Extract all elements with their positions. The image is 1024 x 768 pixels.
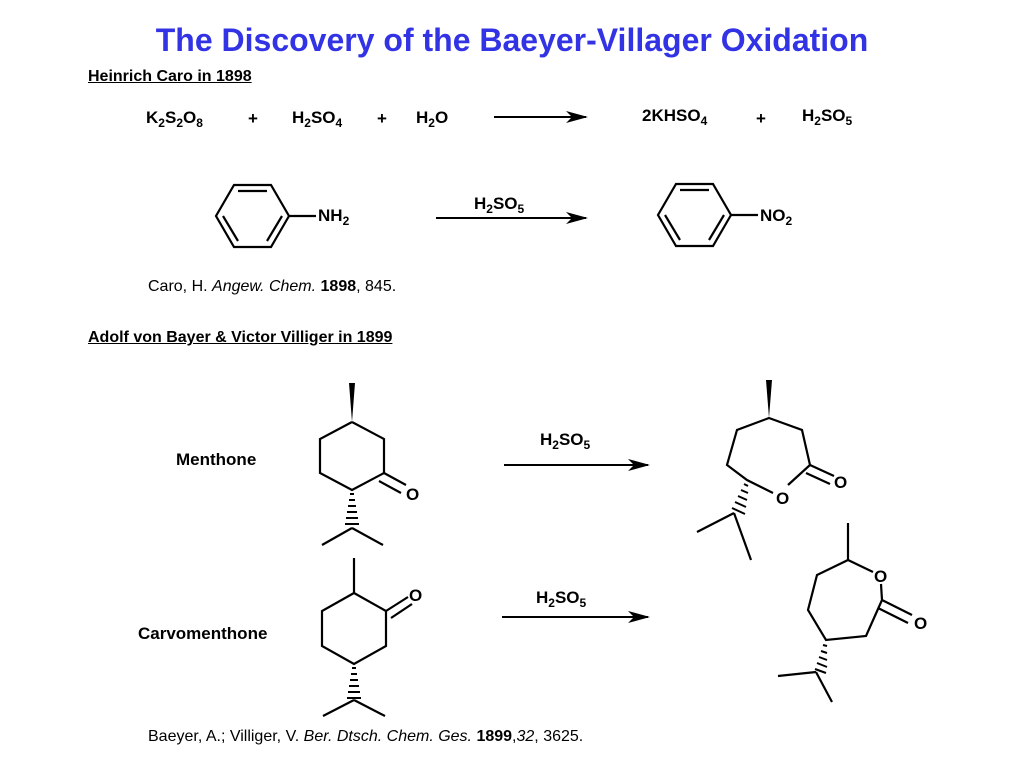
menthone-isopropyl-hash [345,493,359,525]
nitrobenzene-ring [656,182,758,248]
menthone-methyl-wedge [349,383,355,422]
reagent-caros-acid: H2SO5 [474,194,525,216]
page-title: The Discovery of the Baeyer-Villager Oxi… [155,22,869,58]
product-caros-acid: H2SO5 [802,106,853,128]
reactant-sulfuric-acid: H2SO4 [292,108,343,130]
carvomenthone-isopropyl-hash [347,667,361,699]
carvomenthone-reagent: H2SO5 [536,588,587,610]
aniline-benzene-ring [214,183,316,249]
menthone-ketone-oxygen: O [406,485,420,504]
carvomenthone-lactone-carbonyl-oxygen: O [914,614,928,633]
menthone-lactone-methyl-wedge [766,380,772,418]
baeyer-villiger-heading: Adolf von Bayer & Victor Villiger in 189… [88,329,393,346]
reactant-potassium-persulfate: K2S2O8 [146,108,203,130]
carvomenthone-label: Carvomenthone [138,624,268,643]
caro-heading: Heinrich Caro in 1898 [88,68,252,85]
nitro-group-label: NO2 [760,206,793,228]
menthone-lactone-ring-oxygen: O [776,489,790,508]
carvomenthone-lactone-isopropyl-hash [814,644,828,674]
plus-sign: + [377,109,387,128]
menthone-lactone-isopropyl-hash [731,483,749,515]
carvomenthone-lactone-structure [777,523,913,703]
caro-reference: Caro, H. Angew. Chem. 1898, 845. [148,278,397,295]
amine-group-label: NH2 [318,206,350,228]
baeyer-villiger-reference: Baeyer, A.; Villiger, V. Ber. Dtsch. Che… [148,728,584,745]
carvomenthone-ketone-oxygen: O [409,586,423,605]
menthone-reagent: H2SO5 [540,430,591,452]
menthone-structure [318,421,407,546]
carvomenthone-lactone-ring-oxygen: O [874,567,888,586]
carvomenthone-structure [320,558,413,717]
menthone-label: Menthone [176,450,257,469]
menthone-lactone-carbonyl-oxygen: O [834,473,848,492]
plus-sign: + [756,109,766,128]
plus-sign: + [248,109,258,128]
product-potassium-bisulfate: 2KHSO4 [642,106,708,128]
reactant-water: H2O [416,108,449,130]
menthone-lactone-structure [696,416,835,561]
